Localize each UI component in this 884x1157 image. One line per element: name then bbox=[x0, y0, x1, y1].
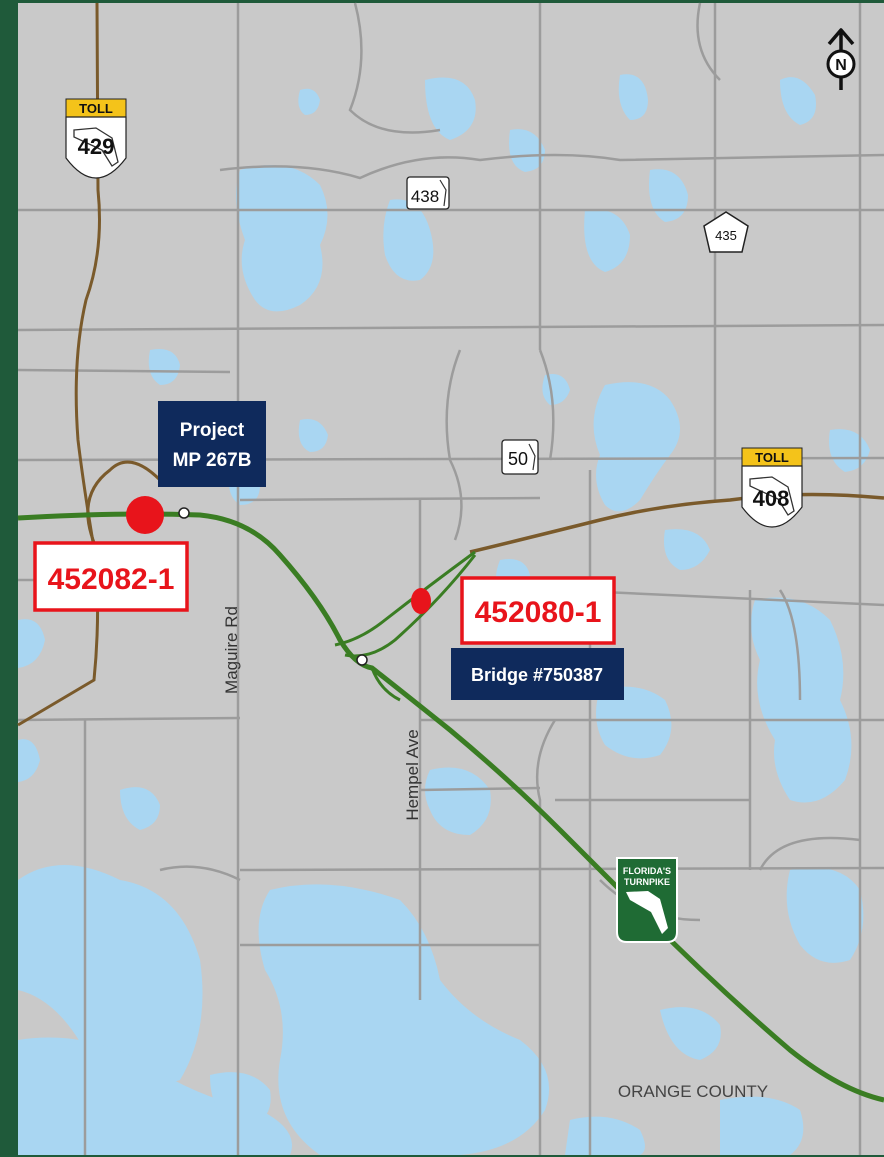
florida-icon bbox=[626, 891, 668, 934]
north-letter: N bbox=[835, 57, 847, 74]
county-label: ORANGE COUNTY bbox=[618, 1082, 768, 1101]
project-label-452080[interactable]: 452080-1 bbox=[460, 576, 616, 645]
bridge-label-text: Bridge #750387 bbox=[471, 665, 603, 685]
interchange-dot bbox=[356, 654, 368, 666]
project-marker-452082[interactable] bbox=[126, 496, 164, 534]
cr435-number: 435 bbox=[715, 228, 737, 243]
project-mp-line1: Project bbox=[180, 420, 245, 441]
turnpike-shield-line2: TURNPIKE bbox=[624, 877, 670, 887]
interchange-dot bbox=[178, 507, 190, 519]
project-number-452080: 452080-1 bbox=[475, 596, 602, 629]
bridge-label: Bridge #750387 bbox=[451, 648, 624, 700]
project-number-452082: 452082-1 bbox=[48, 563, 175, 596]
project-marker-452080[interactable] bbox=[411, 588, 431, 614]
sr408-number: 408 bbox=[753, 486, 790, 511]
turnpike-shield: FLORIDA'S TURNPIKE bbox=[616, 857, 678, 943]
sr408-banner: TOLL bbox=[755, 450, 789, 465]
sr50-number: 50 bbox=[508, 449, 528, 469]
project-mp-line2: MP 267B bbox=[173, 450, 252, 471]
sr438-shield: 438 bbox=[406, 176, 450, 210]
sr438-number: 438 bbox=[411, 187, 439, 206]
road-label-hempel: Hempel Ave bbox=[403, 729, 422, 820]
sr50-shield: 50 bbox=[501, 439, 539, 475]
road-label-maguire: Maguire Rd bbox=[222, 606, 241, 694]
sr408-road bbox=[469, 492, 884, 554]
project-label-452082[interactable]: 452082-1 bbox=[33, 541, 189, 612]
cr435-shield: 435 bbox=[703, 211, 749, 253]
project-mp-label: Project MP 267B bbox=[158, 401, 266, 487]
sr429-banner: TOLL bbox=[79, 101, 113, 116]
sr429-shield: TOLL 429 bbox=[65, 98, 127, 179]
sr429-number: 429 bbox=[78, 134, 115, 159]
turnpike-shield-line1: FLORIDA'S bbox=[623, 866, 671, 876]
sr408-shield: TOLL 408 bbox=[741, 447, 803, 528]
north-arrow: N bbox=[826, 28, 856, 90]
